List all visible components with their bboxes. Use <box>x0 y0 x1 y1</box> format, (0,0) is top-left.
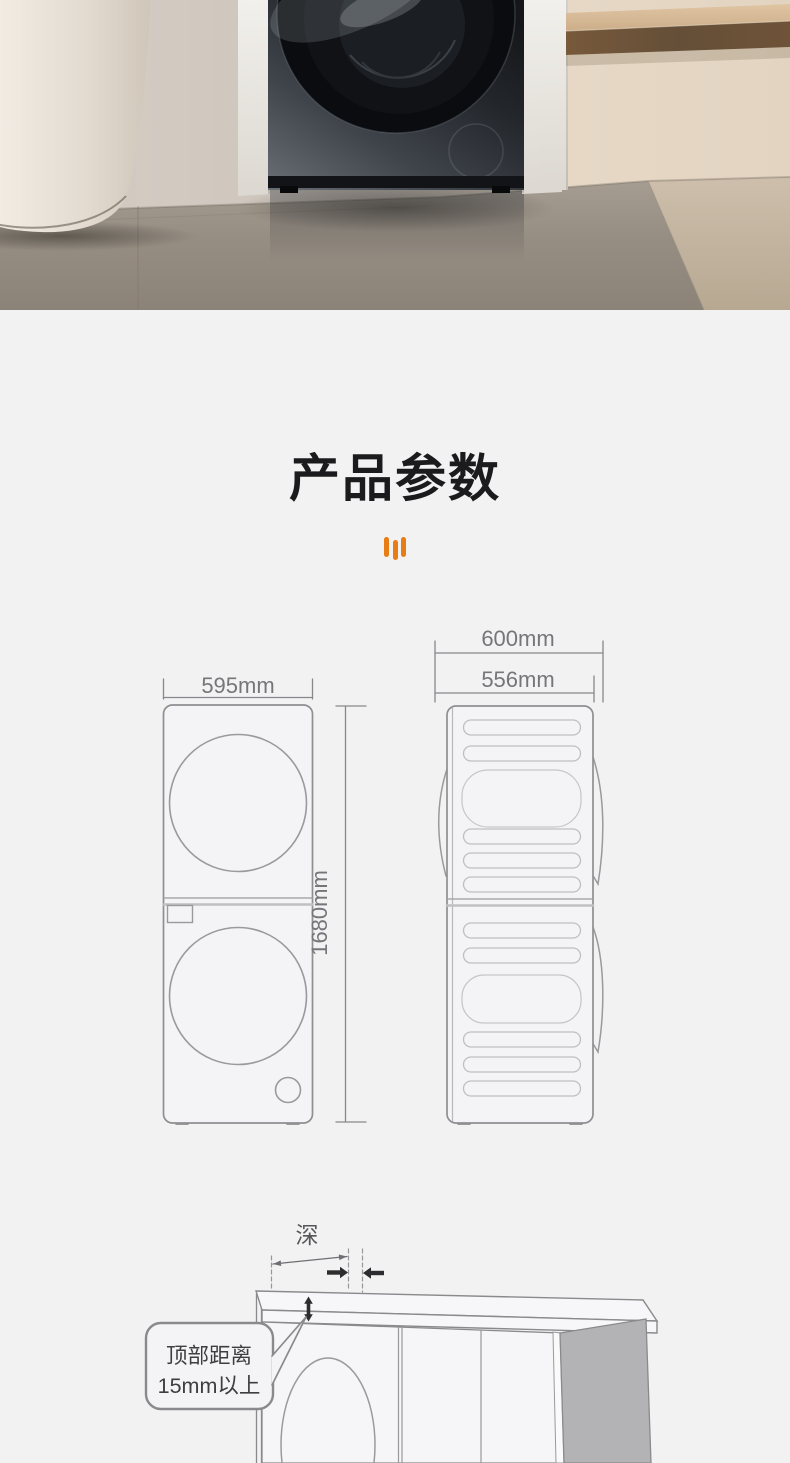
title-decoration-icon <box>0 537 790 563</box>
side-front-door-bulge <box>438 768 448 877</box>
front-foot-left <box>175 1118 189 1125</box>
front-height-ticks <box>335 705 367 1123</box>
decoration-bar <box>392 540 398 560</box>
bench-front-band <box>566 21 790 55</box>
decoration-bar <box>384 537 390 557</box>
install-diagram <box>144 1248 659 1463</box>
side-lower-panel <box>461 974 582 1024</box>
front-knob-circle <box>274 1076 302 1104</box>
clearance-callout-box <box>144 1321 275 1411</box>
machine-front-face <box>261 1321 561 1463</box>
page-title: 产品参数 <box>288 450 501 507</box>
front-foot-right <box>286 1118 300 1125</box>
side-vent <box>462 1031 582 1048</box>
cabinet-left-edge <box>255 1293 263 1463</box>
panel-joint-1 <box>397 1327 403 1463</box>
callout-text-line1: 顶部距离 <box>166 1344 252 1368</box>
side-vent <box>462 922 582 939</box>
depth-dim-arrowhead-left <box>273 1260 282 1266</box>
machine-foot-left <box>280 186 298 193</box>
side-total-depth-label: 600mm <box>481 626 554 651</box>
side-view-diagram <box>434 640 604 1125</box>
machine-door-outline <box>280 1357 376 1463</box>
rear-gap-arrow-right-body <box>327 1270 340 1275</box>
side-foot-left <box>457 1118 471 1125</box>
front-detergent-drawer <box>166 904 194 924</box>
side-upper-rear-hook <box>588 756 604 887</box>
drum-arc-2 <box>361 51 441 79</box>
hero-photo <box>0 0 790 311</box>
decoration-bar <box>400 537 406 557</box>
side-body-depth-label: 556mm <box>481 667 554 692</box>
rear-gap-arrow-left-body <box>371 1270 384 1276</box>
side-vent <box>462 719 582 736</box>
side-upper-panel <box>461 769 582 828</box>
side-vent <box>462 947 582 964</box>
side-vent <box>462 828 582 845</box>
bench-under-shadow <box>566 47 790 66</box>
front-width-ticks <box>162 678 314 700</box>
counter-front-band <box>261 1309 658 1334</box>
photo-floor-right <box>648 177 790 310</box>
top-gap-arrow-body <box>306 1302 311 1316</box>
counter-top-face <box>255 1290 659 1322</box>
side-vent <box>462 1080 582 1097</box>
rear-gap-arrow-right-head <box>340 1266 348 1279</box>
bench-edge-highlight <box>565 20 790 32</box>
photo-grout-line-right <box>647 180 705 311</box>
front-upper-door <box>168 733 308 873</box>
front-lower-door <box>168 926 308 1066</box>
depth-label: 深 <box>296 1222 319 1248</box>
alcove-left-panel <box>238 0 270 196</box>
title-section: 产品参数 <box>0 451 790 563</box>
vase <box>0 0 151 233</box>
callout-tail-lines <box>271 1316 307 1386</box>
wooden-bench <box>540 0 790 190</box>
front-view-diagram <box>162 678 367 1125</box>
side-body <box>446 705 594 1124</box>
vase-bottom-rim <box>0 195 127 229</box>
hero-photo-art <box>0 0 790 311</box>
side-vent <box>462 745 582 762</box>
callout-text-line2: 15mm以上 <box>158 1374 261 1398</box>
machine-foot-right <box>492 186 510 193</box>
side-vent <box>462 852 582 869</box>
top-gap-arrow-down-head <box>304 1314 313 1322</box>
cabinet-side-front-edge <box>552 1331 565 1463</box>
machine-plinth <box>268 176 524 188</box>
side-vent <box>462 876 582 893</box>
machine-door-rim <box>276 0 516 134</box>
depth-dim-arrowhead-right <box>338 1254 347 1261</box>
top-gap-arrow-up-head <box>304 1296 313 1304</box>
bench-top-surface <box>566 4 790 31</box>
front-width-label: 595mm <box>201 673 274 698</box>
glass-glare <box>340 0 424 28</box>
bench-support-panel <box>540 0 568 190</box>
side-total-depth-ticks <box>434 640 604 703</box>
depth-dim-line <box>272 1255 348 1265</box>
front-body <box>162 704 314 1124</box>
side-vent <box>462 1056 582 1073</box>
washing-machine <box>268 0 524 193</box>
rear-gap-arrow-left-head <box>363 1267 371 1279</box>
door-glare <box>270 0 434 43</box>
machine-floor-reflection <box>270 190 524 262</box>
side-foot-right <box>569 1118 583 1125</box>
side-lower-rear-hook <box>588 926 604 1055</box>
front-height-label: 1680mm <box>307 870 332 956</box>
callout-tail-fill <box>272 1317 306 1385</box>
cabinet-side-panel <box>559 1318 652 1463</box>
